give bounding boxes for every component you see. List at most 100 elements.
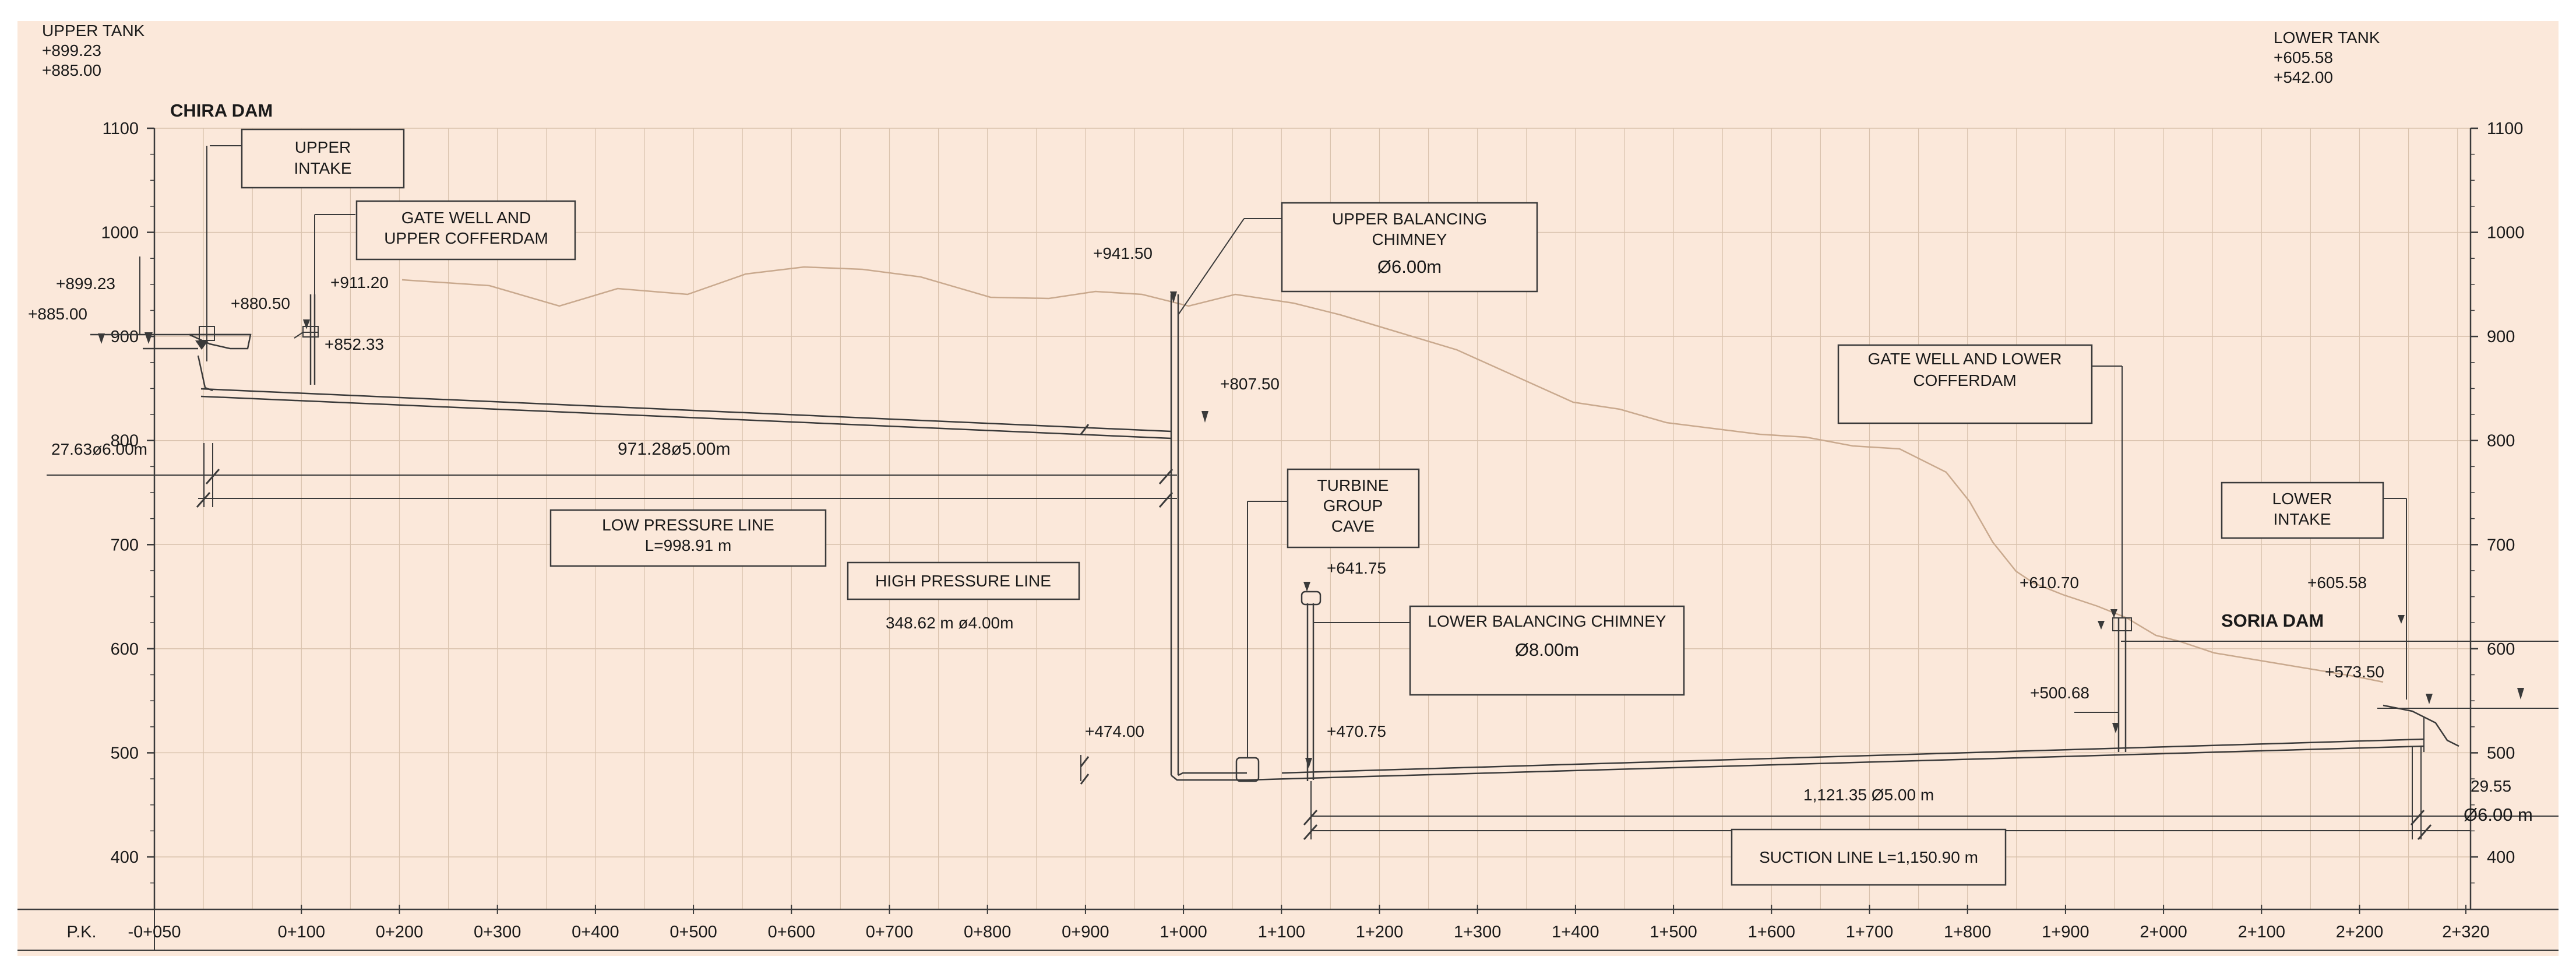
svg-text:INTAKE: INTAKE [2273,510,2331,528]
svg-text:UPPER COFFERDAM: UPPER COFFERDAM [384,229,548,247]
y-tick-label-left: 900 [111,328,139,346]
dim-6-00: Ø6.00 m [2464,804,2533,825]
suction-line-box: SUCTION LINE L=1,150.90 m [1731,828,2007,886]
gate-well-lower-box: GATE WELL AND LOWER COFFERDAM [1837,344,2093,424]
y-tick-label-right: 800 [2487,432,2515,451]
upper-tank-title: UPPER TANK [42,22,145,40]
svg-text:Ø6.00m: Ø6.00m [1377,256,1442,277]
x-tick-label: 1+300 [1454,923,1501,941]
x-tick-label: 2+000 [2140,923,2187,941]
y-tick-label-right: 500 [2487,744,2515,762]
x-tick-label: 1+400 [1552,923,1599,941]
elev-899: +899.23 [56,275,115,293]
y-tick-label-right: 600 [2487,640,2515,659]
horizontal-grid [154,128,2471,857]
dim-348: 348.62 m ø4.00m [886,614,1013,632]
elev-880: +880.50 [231,294,290,312]
svg-text:UPPER: UPPER [295,138,351,156]
dim-1121: 1,121.35 Ø5.00 m [1803,786,1934,804]
y-tick-label-right: 1000 [2487,224,2525,243]
x-tick-label: 2+200 [2336,923,2383,941]
x-tick-label: 0+100 [278,923,325,941]
svg-text:CHIMNEY: CHIMNEY [1372,230,1447,248]
elev-474: +474.00 [1085,722,1144,740]
elev-470: +470.75 [1327,722,1386,740]
x-tick-label: 0+900 [1062,923,1109,941]
x-tick-label: 1+600 [1748,923,1795,941]
x-tick-label: 2+100 [2238,923,2285,941]
lower-balancing-chimney-box: LOWER BALANCING CHIMNEY Ø8.00m [1409,605,1685,696]
x-tick-label: 1+800 [1944,923,1991,941]
y-tick-label-right: 700 [2487,536,2515,554]
elev-573: +573.50 [2325,663,2384,681]
dim-29-55: 29.55 [2471,777,2511,795]
lower-intake-box: LOWER INTAKE [2221,482,2384,539]
y-tick-label-left: 600 [111,640,139,659]
x-tick-label: 1+900 [2042,923,2089,941]
gate-well-upper-box: GATE WELL AND UPPER COFFERDAM [355,200,576,261]
svg-text:GATE WELL AND LOWER: GATE WELL AND LOWER [1868,350,2062,368]
upper-tank-elev2: +885.00 [42,61,101,79]
y-tick-label-left: 400 [111,848,139,867]
lower-tank-title: LOWER TANK [2274,29,2380,47]
x-tick-label: 0+300 [474,923,521,941]
chira-dam-label: CHIRA DAM [170,100,273,121]
dimension-lines [47,424,2559,840]
x-tick-label: 2+320 [2442,923,2489,941]
y-tick-label-left: 700 [111,536,139,554]
svg-text:LOW PRESSURE LINE: LOW PRESSURE LINE [602,516,774,534]
elevation-markers [98,291,2524,768]
svg-text:UPPER BALANCING: UPPER BALANCING [1332,210,1487,228]
svg-text:CAVE: CAVE [1331,517,1375,535]
y-tick-label-left: 500 [111,744,139,762]
x-tick-label: 1+200 [1356,923,1403,941]
elev-852: +852.33 [325,335,384,353]
pk-title: P.K. [66,923,96,941]
dim-27: 27.63ø6.00m [51,440,147,458]
upper-intake-box: UPPER INTAKE [241,128,405,189]
x-tick-label: 1+700 [1846,923,1893,941]
x-tick-label: -0+050 [128,923,181,941]
svg-text:TURBINE: TURBINE [1317,476,1389,494]
elev-911: +911.20 [330,273,389,291]
upper-reservoir [90,256,252,361]
x-tick-label: 0+400 [572,923,619,941]
x-tick-label: 0+200 [376,923,423,941]
turbine-group-cave-box: TURBINE GROUP CAVE [1287,468,1420,549]
x-tick-label: 0+600 [768,923,815,941]
elev-807: +807.50 [1220,375,1280,393]
x-tick-label: 1+100 [1258,923,1305,941]
svg-text:GATE WELL AND: GATE WELL AND [401,209,531,227]
svg-text:GROUP: GROUP [1323,497,1383,515]
x-tick-label: 0+700 [866,923,913,941]
y-tick-label-left: 1100 [103,120,139,138]
y-tick-label-left: 800 [111,432,139,451]
upper-tank-elev1: +899.23 [42,41,101,59]
elev-885: +885.00 [28,305,87,323]
elev-500: +500.68 [2030,684,2089,702]
high-pressure-line-box: HIGH PRESSURE LINE [847,561,1080,600]
x-tick-label: 0+800 [964,923,1011,941]
upper-structures [197,145,355,392]
low-pressure-line-box: LOW PRESSURE LINE L=998.91 m [549,509,827,567]
svg-text:INTAKE: INTAKE [294,159,351,177]
y-tick-label-left: 1000 [101,224,139,243]
soria-dam-label: SORIA DAM [2221,610,2324,631]
x-tick-label: 1+500 [1650,923,1697,941]
upper-balancing-chimney-box: UPPER BALANCING CHIMNEY Ø6.00m [1281,202,1538,293]
svg-text:LOWER: LOWER [2272,490,2332,508]
svg-text:COFFERDAM: COFFERDAM [1913,371,2016,389]
elev-941: +941.50 [1093,244,1153,262]
svg-text:SUCTION LINE L=1,150.90 m: SUCTION LINE L=1,150.90 m [1759,848,1978,866]
svg-text:LOWER BALANCING CHIMNEY: LOWER BALANCING CHIMNEY [1428,612,1666,630]
dim-971: 971.28ø5.00m [618,440,730,459]
y-tick-label-right: 900 [2487,328,2515,346]
lower-tank-elev2: +542.00 [2274,68,2333,86]
tunnel-system [200,218,2559,782]
y-tick-label-right: 400 [2487,848,2515,867]
x-tick-label: 1+000 [1160,923,1207,941]
